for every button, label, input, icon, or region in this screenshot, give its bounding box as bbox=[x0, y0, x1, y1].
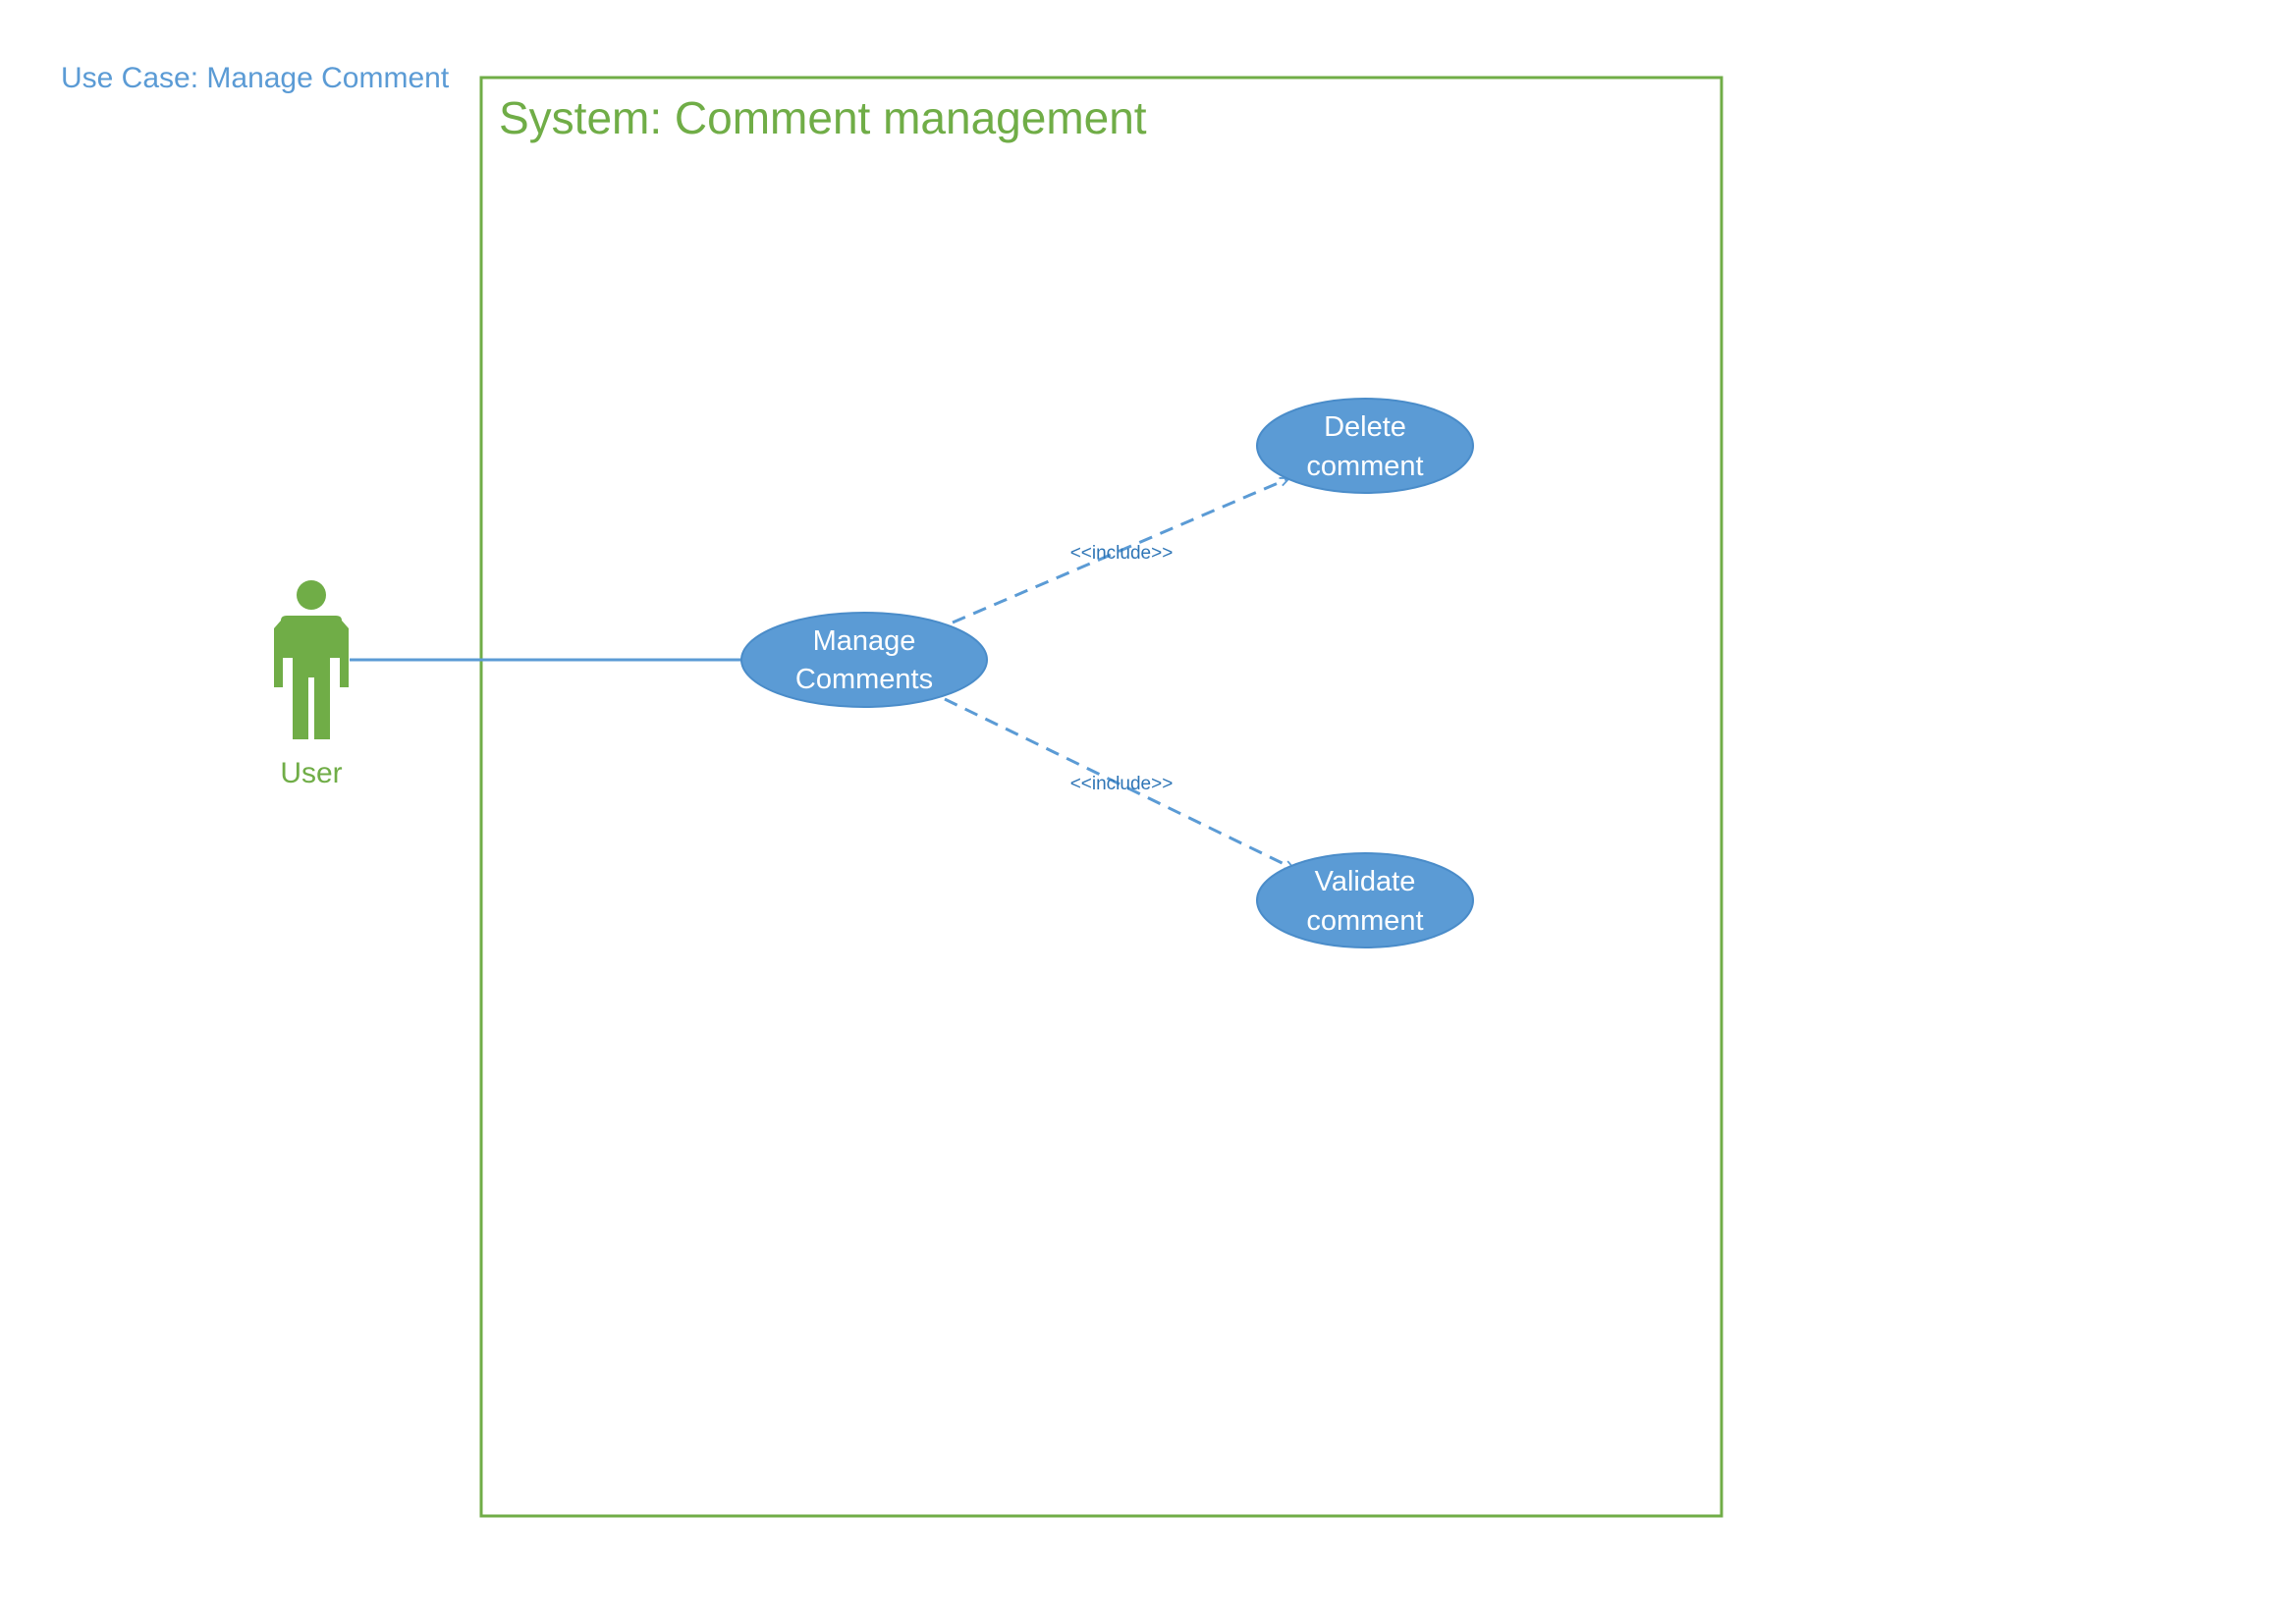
use-case-delete-comment: Delete comment bbox=[1256, 398, 1474, 494]
actor-label: User bbox=[280, 757, 342, 789]
use-case-validate-comment: Validate comment bbox=[1256, 852, 1474, 948]
use-case-label-line1: Delete bbox=[1324, 411, 1406, 443]
use-case-label-line1: Validate bbox=[1315, 866, 1416, 897]
system-title: System: Comment management bbox=[499, 92, 1147, 143]
use-case-manage-comments: Manage Comments bbox=[740, 612, 988, 708]
use-case-label-line2: comment bbox=[1306, 905, 1423, 937]
include-line-validate bbox=[944, 697, 1294, 871]
system-boundary bbox=[479, 76, 1723, 1518]
include-stereotype-delete: <<include>> bbox=[1070, 543, 1174, 564]
use-case-label-line2: Comments bbox=[795, 664, 933, 695]
include-stereotype-validate: <<include>> bbox=[1070, 774, 1174, 794]
include-line-delete bbox=[952, 476, 1289, 624]
person-icon bbox=[274, 580, 349, 739]
use-case-label-line1: Manage bbox=[813, 625, 916, 657]
use-case-label-line2: comment bbox=[1306, 451, 1423, 482]
diagram-caption: Use Case: Manage Comment bbox=[61, 62, 450, 94]
